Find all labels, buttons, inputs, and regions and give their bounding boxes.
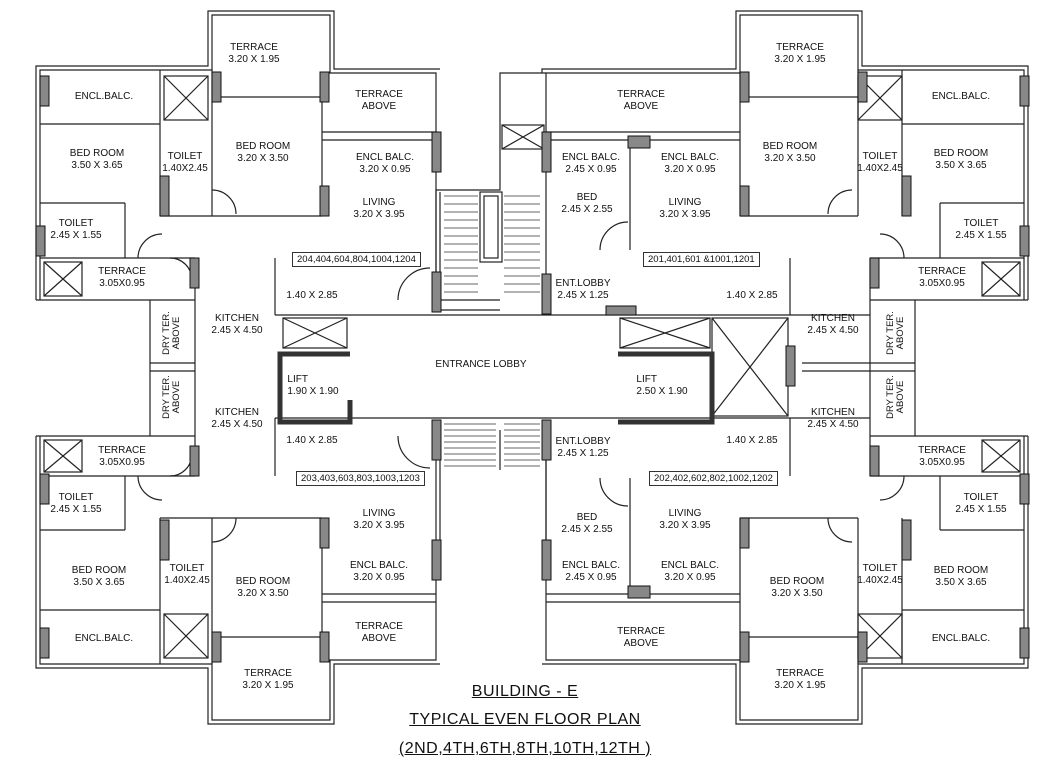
title-plan: TYPICAL EVEN FLOOR PLAN	[409, 711, 641, 728]
dimension-top-left: 1.40 X 2.85	[286, 290, 338, 301]
dry-terrace-top-right: DRY TER.ABOVE	[885, 311, 906, 355]
flat-numbers-top-right: 201,401,601 &1001,1201	[643, 252, 760, 267]
room-encl-balc2-bottom-left: ENCL BALC.3.20 X 0.95	[350, 560, 408, 583]
room-encl-balc-bottom-left: ENCL.BALC.	[74, 633, 134, 644]
flat-numbers-bottom-left: 203,403,603,803,1003,1203	[296, 471, 425, 486]
room-encl-balc-top-right: ENCL.BALC.	[931, 91, 991, 102]
room-encl-balc2-top-left: ENCL BALC.3.20 X 0.95	[356, 152, 414, 175]
entrance-lobby-label: ENTRANCE LOBBY	[435, 359, 527, 370]
lift-shafts	[277, 351, 715, 425]
flat-top-left-walls	[35, 10, 440, 315]
dimension-bottom-right: 1.40 X 2.85	[726, 435, 778, 446]
dry-terrace-bottom-right: DRY TER.ABOVE	[885, 375, 906, 419]
staircases	[444, 195, 540, 467]
room-encl-balc2-bottom-right-b: ENCL BALC.3.20 X 0.95	[661, 560, 719, 583]
flat-numbers-bottom-right: 202,402,602,802,1002,1202	[649, 471, 778, 486]
room-encl-balc-top-left: ENCL.BALC.	[74, 91, 134, 102]
room-encl-balc2-bottom-right-a: ENCL BALC.2.45 X 0.95	[562, 560, 620, 583]
room-encl-balc2-top-right-a: ENCL BALC.2.45 X 0.95	[562, 152, 620, 175]
flat-numbers-top-left: 204,404,604,804,1004,1204	[292, 252, 421, 267]
flat-top-right-walls	[541, 10, 1029, 315]
windows	[35, 71, 1030, 663]
room-encl-balc2-top-right-b: ENCL BALC.3.20 X 0.95	[661, 152, 719, 175]
title-floors: (2ND,4TH,6TH,8TH,10TH,12TH )	[398, 740, 652, 757]
dry-terrace-bottom-left: DRY TER.ABOVE	[161, 375, 182, 419]
room-encl-balc-bottom-right: ENCL.BALC.	[931, 633, 991, 644]
dry-terrace-top-left: DRY TER.ABOVE	[161, 311, 182, 355]
dimension-bottom-left: 1.40 X 2.85	[286, 435, 338, 446]
dimension-top-right: 1.40 X 2.85	[726, 290, 778, 301]
title-building: BUILDING - E	[471, 683, 579, 700]
